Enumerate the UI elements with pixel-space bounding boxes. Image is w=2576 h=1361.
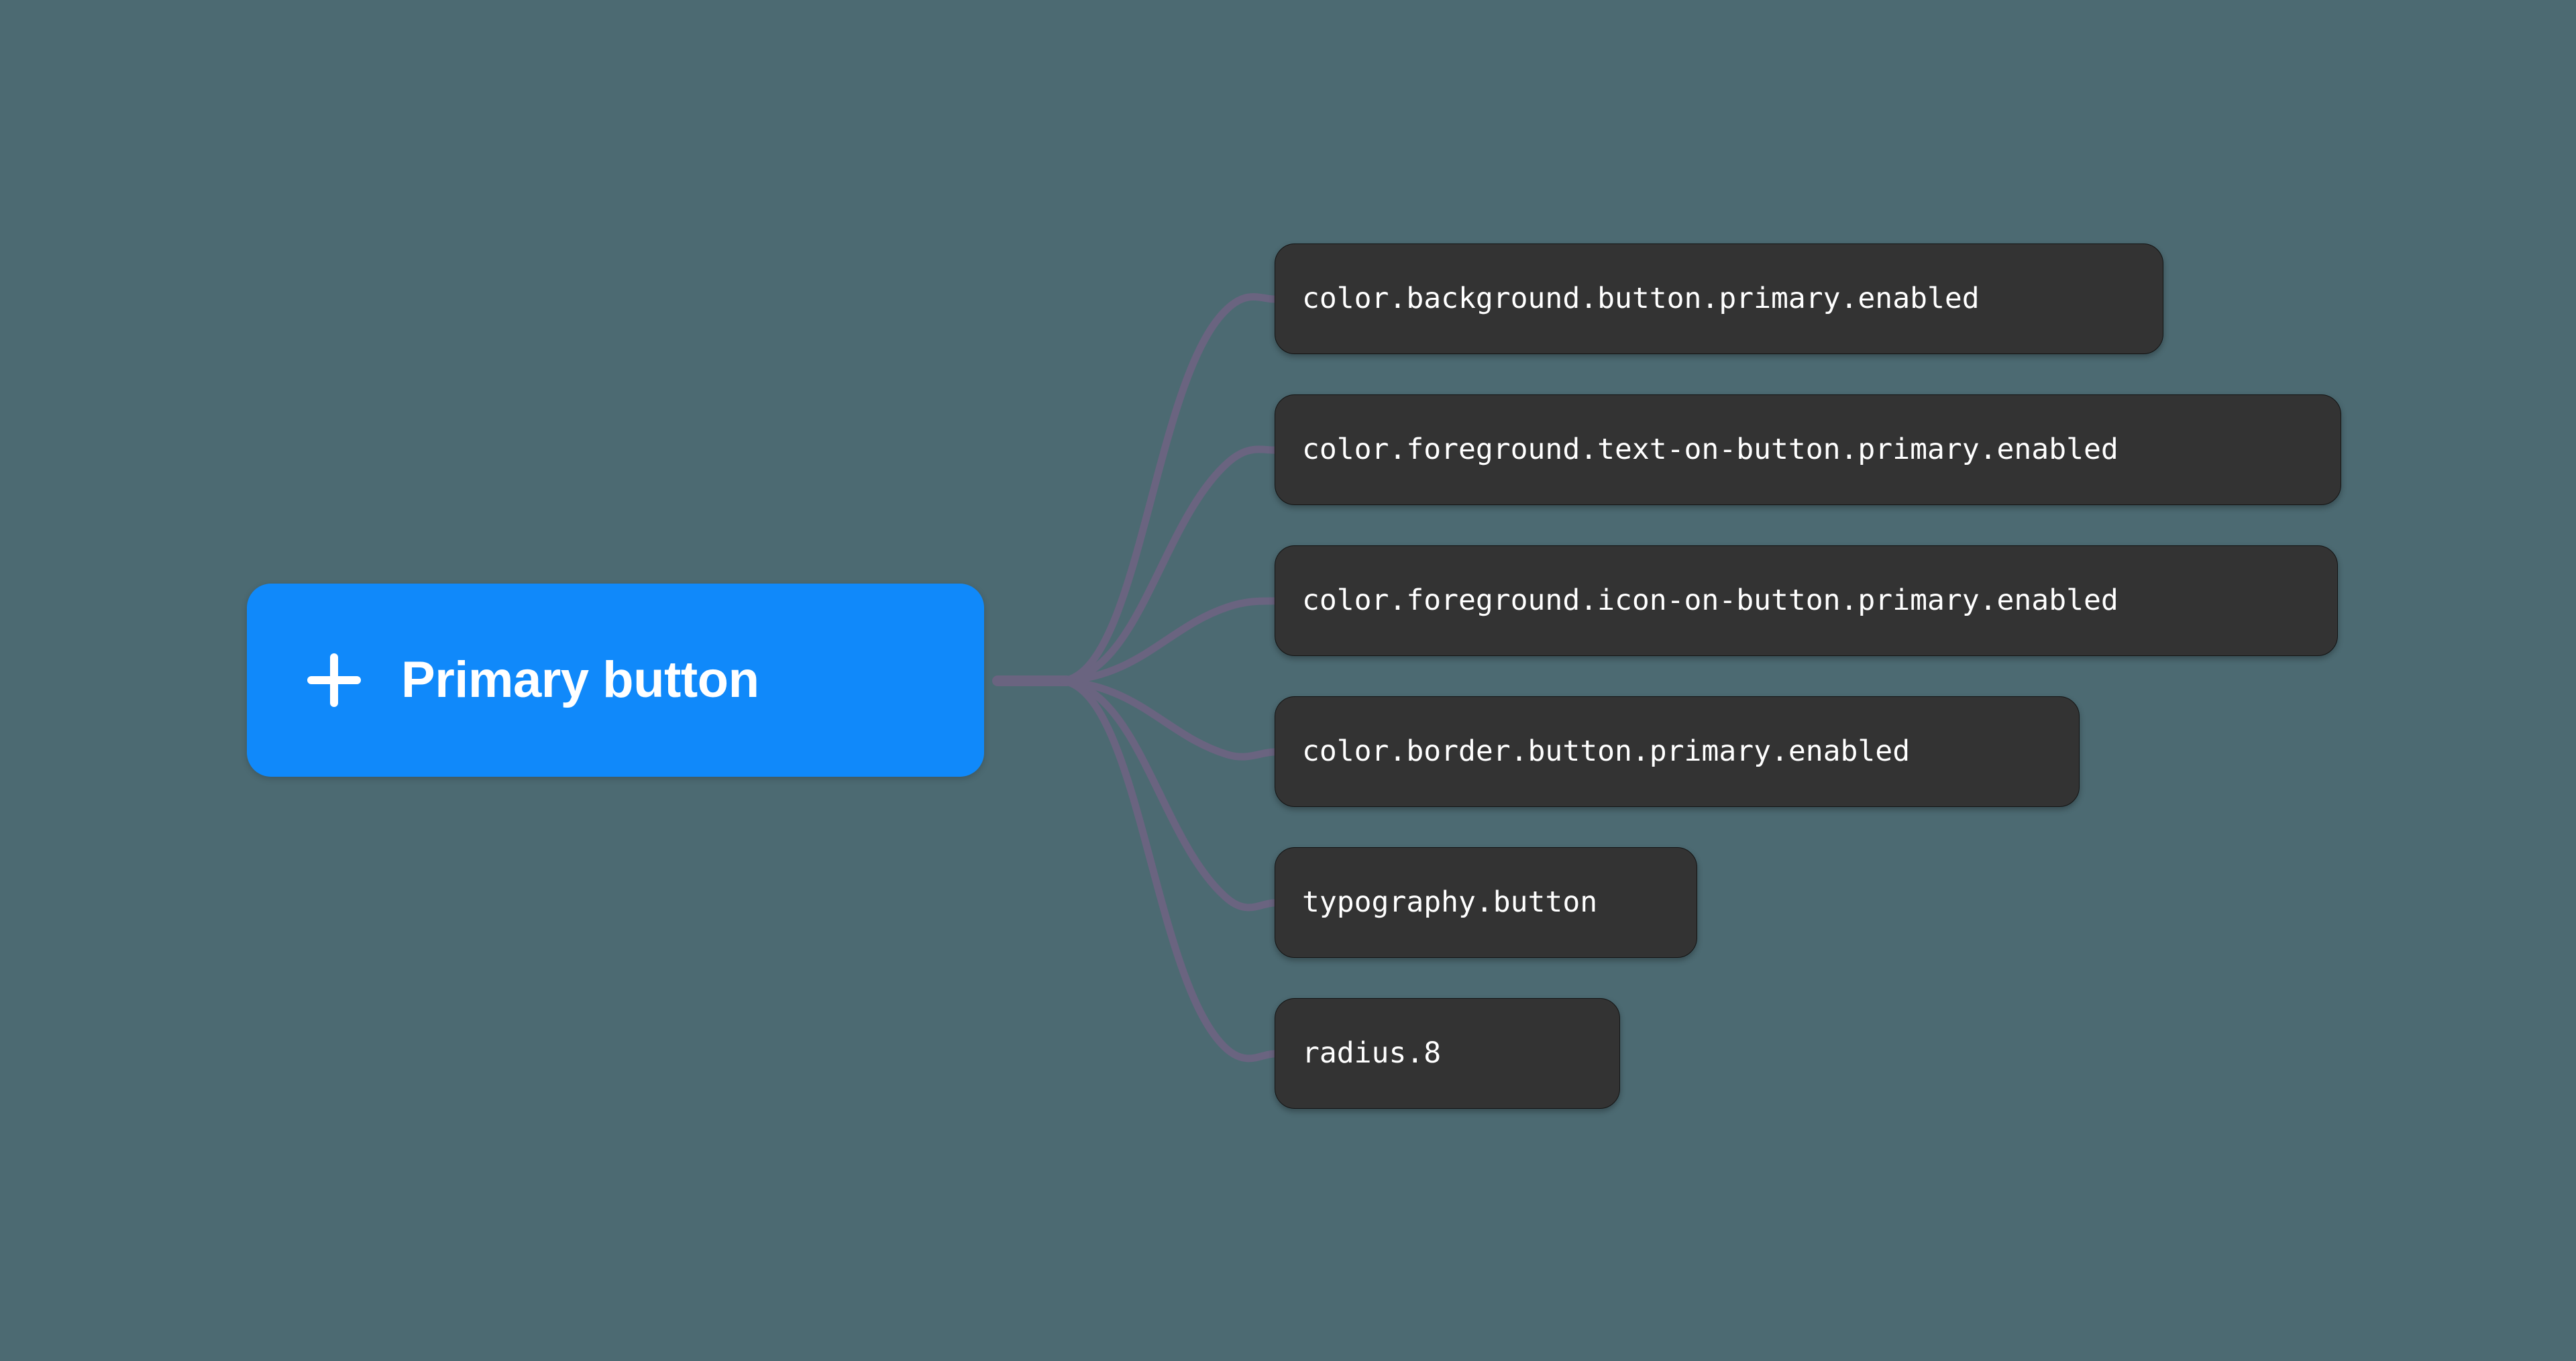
token-chip[interactable]: color.foreground.icon-on-button.primary.… — [1275, 545, 2338, 656]
token-label: color.foreground.icon-on-button.primary.… — [1302, 584, 2118, 617]
token-chip[interactable]: typography.button — [1275, 847, 1697, 958]
token-chip[interactable]: color.background.button.primary.enabled — [1275, 243, 2163, 354]
token-label: color.border.button.primary.enabled — [1302, 734, 1911, 768]
token-label: color.foreground.text-on-button.primary.… — [1302, 433, 2118, 466]
plus-icon — [307, 653, 361, 707]
primary-button-label: Primary button — [401, 651, 759, 708]
edge-to-token-3 — [1059, 677, 1279, 761]
token-label: radius.8 — [1302, 1036, 1442, 1070]
token-label: typography.button — [1302, 885, 1598, 919]
edge-to-token-0 — [1059, 293, 1279, 685]
token-chip[interactable]: color.border.button.primary.enabled — [1275, 696, 2080, 807]
token-chip[interactable]: radius.8 — [1275, 998, 1620, 1109]
token-chip[interactable]: color.foreground.text-on-button.primary.… — [1275, 394, 2341, 505]
edge-to-token-4 — [1059, 677, 1279, 912]
token-label: color.background.button.primary.enabled — [1302, 282, 1980, 315]
primary-button-node[interactable]: Primary button — [247, 584, 984, 777]
edge-to-token-1 — [1059, 445, 1279, 685]
edge-to-token-2 — [1059, 597, 1279, 685]
edge-to-token-5 — [1059, 677, 1279, 1063]
